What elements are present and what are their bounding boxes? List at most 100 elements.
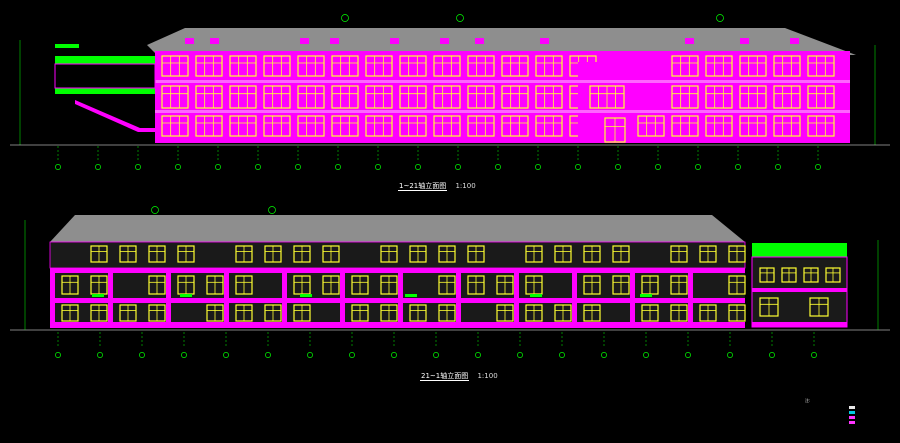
pilaster (456, 268, 461, 328)
window-unit (229, 85, 257, 109)
pilaster (340, 268, 345, 328)
window-unit (399, 85, 427, 109)
grid-axis-upper-bubble (175, 164, 181, 170)
annex-railing-upper (55, 56, 155, 64)
grid-axis-upper-bubble (695, 164, 701, 170)
legend-swatch-4 (849, 421, 855, 424)
window-unit (773, 85, 801, 109)
pilaster (282, 268, 287, 328)
legend: 注: (805, 398, 855, 425)
view-title-2: 21~1轴立面图 1:100 (420, 371, 498, 381)
window-unit (535, 115, 563, 137)
window-unit (535, 85, 563, 109)
pilaster (514, 268, 519, 328)
legend-row-3 (805, 415, 855, 420)
grid-axis-upper-bubble (95, 164, 101, 170)
view-scale-2: 1:100 (477, 372, 498, 380)
window-unit (739, 55, 767, 77)
grid-axis-upper-bubble (455, 164, 461, 170)
roof-dormer (300, 38, 309, 44)
grid-axis-lower-bubble (601, 352, 607, 358)
view-scale-1: 1:100 (455, 182, 476, 190)
pilaster (166, 268, 171, 328)
annex-label-plate (55, 44, 79, 48)
window-unit (263, 115, 291, 137)
window-unit (705, 85, 733, 109)
annex-band (752, 288, 847, 292)
roof-dormer (790, 38, 799, 44)
balcony-slab (300, 294, 312, 297)
balcony-slab (530, 294, 542, 297)
grid-axis-upper-bubble (55, 164, 61, 170)
grid-axis-upper-bubble (335, 164, 341, 170)
window-unit (807, 85, 835, 109)
grid-axis-upper-bubble (655, 164, 661, 170)
annex-railing (752, 243, 847, 257)
floor-band (155, 110, 850, 113)
window-unit (399, 115, 427, 137)
grid-axis-upper-bubble (255, 164, 261, 170)
window-unit (671, 115, 699, 137)
pilaster (572, 268, 577, 328)
view-title-1: 1~21轴立面图 1:100 (398, 181, 476, 191)
balcony-slab (405, 294, 417, 297)
window-unit (807, 115, 835, 137)
window-unit (773, 115, 801, 137)
grid-axis-lower-bubble (727, 352, 733, 358)
roof (147, 28, 856, 55)
grid-axis-lower-bubble (307, 352, 313, 358)
window-unit (195, 55, 223, 77)
pilaster (398, 268, 403, 328)
window-unit (671, 55, 699, 77)
section-marker (716, 14, 724, 22)
window-unit (297, 55, 325, 77)
grid-axis-lower-bubble (685, 352, 691, 358)
grid-axis-upper-bubble (815, 164, 821, 170)
grid-axis-upper-bubble (375, 164, 381, 170)
grid-axis-lower-bubble (349, 352, 355, 358)
grid-axis-lower-bubble (643, 352, 649, 358)
upper-elevation-view (10, 14, 890, 170)
grid-axis-lower-bubble (475, 352, 481, 358)
floor-band (50, 268, 745, 273)
roof-dormer (185, 38, 194, 44)
window-unit (773, 55, 801, 77)
pilaster (630, 268, 635, 328)
window-unit (365, 115, 393, 137)
roof-dormer (390, 38, 399, 44)
annex-railing-lower (55, 88, 155, 94)
window-unit (161, 85, 189, 109)
grid-axis-lower-bubble (181, 352, 187, 358)
roof-dormer (440, 38, 449, 44)
grid-axis-lower-bubble (223, 352, 229, 358)
window-unit (331, 55, 359, 77)
window-unit (433, 85, 461, 109)
window-unit (195, 85, 223, 109)
window-unit (535, 55, 563, 77)
legend-swatch-1 (849, 406, 855, 409)
window-unit (263, 85, 291, 109)
window-unit (365, 55, 393, 77)
grid-axis-lower-bubble (769, 352, 775, 358)
view-title-1-text: 1~21轴立面图 (398, 182, 448, 191)
pilaster (224, 268, 229, 328)
window-unit (161, 55, 189, 77)
section-marker (341, 14, 349, 22)
window-unit (739, 115, 767, 137)
grid-axis-upper-bubble (295, 164, 301, 170)
grid-axis-upper-bubble (535, 164, 541, 170)
pilaster (688, 268, 693, 328)
window-unit (467, 85, 495, 109)
grid-axis-upper-bubble (495, 164, 501, 170)
roof-dormer (740, 38, 749, 44)
window-unit (263, 55, 291, 77)
plinth-band (50, 322, 745, 328)
lower-elevation-view (10, 206, 890, 358)
roof-dormer (330, 38, 339, 44)
window-unit (161, 115, 189, 137)
window-unit (705, 55, 733, 77)
annex-frame (54, 63, 156, 89)
section-marker (268, 206, 276, 214)
window-unit (637, 115, 665, 137)
